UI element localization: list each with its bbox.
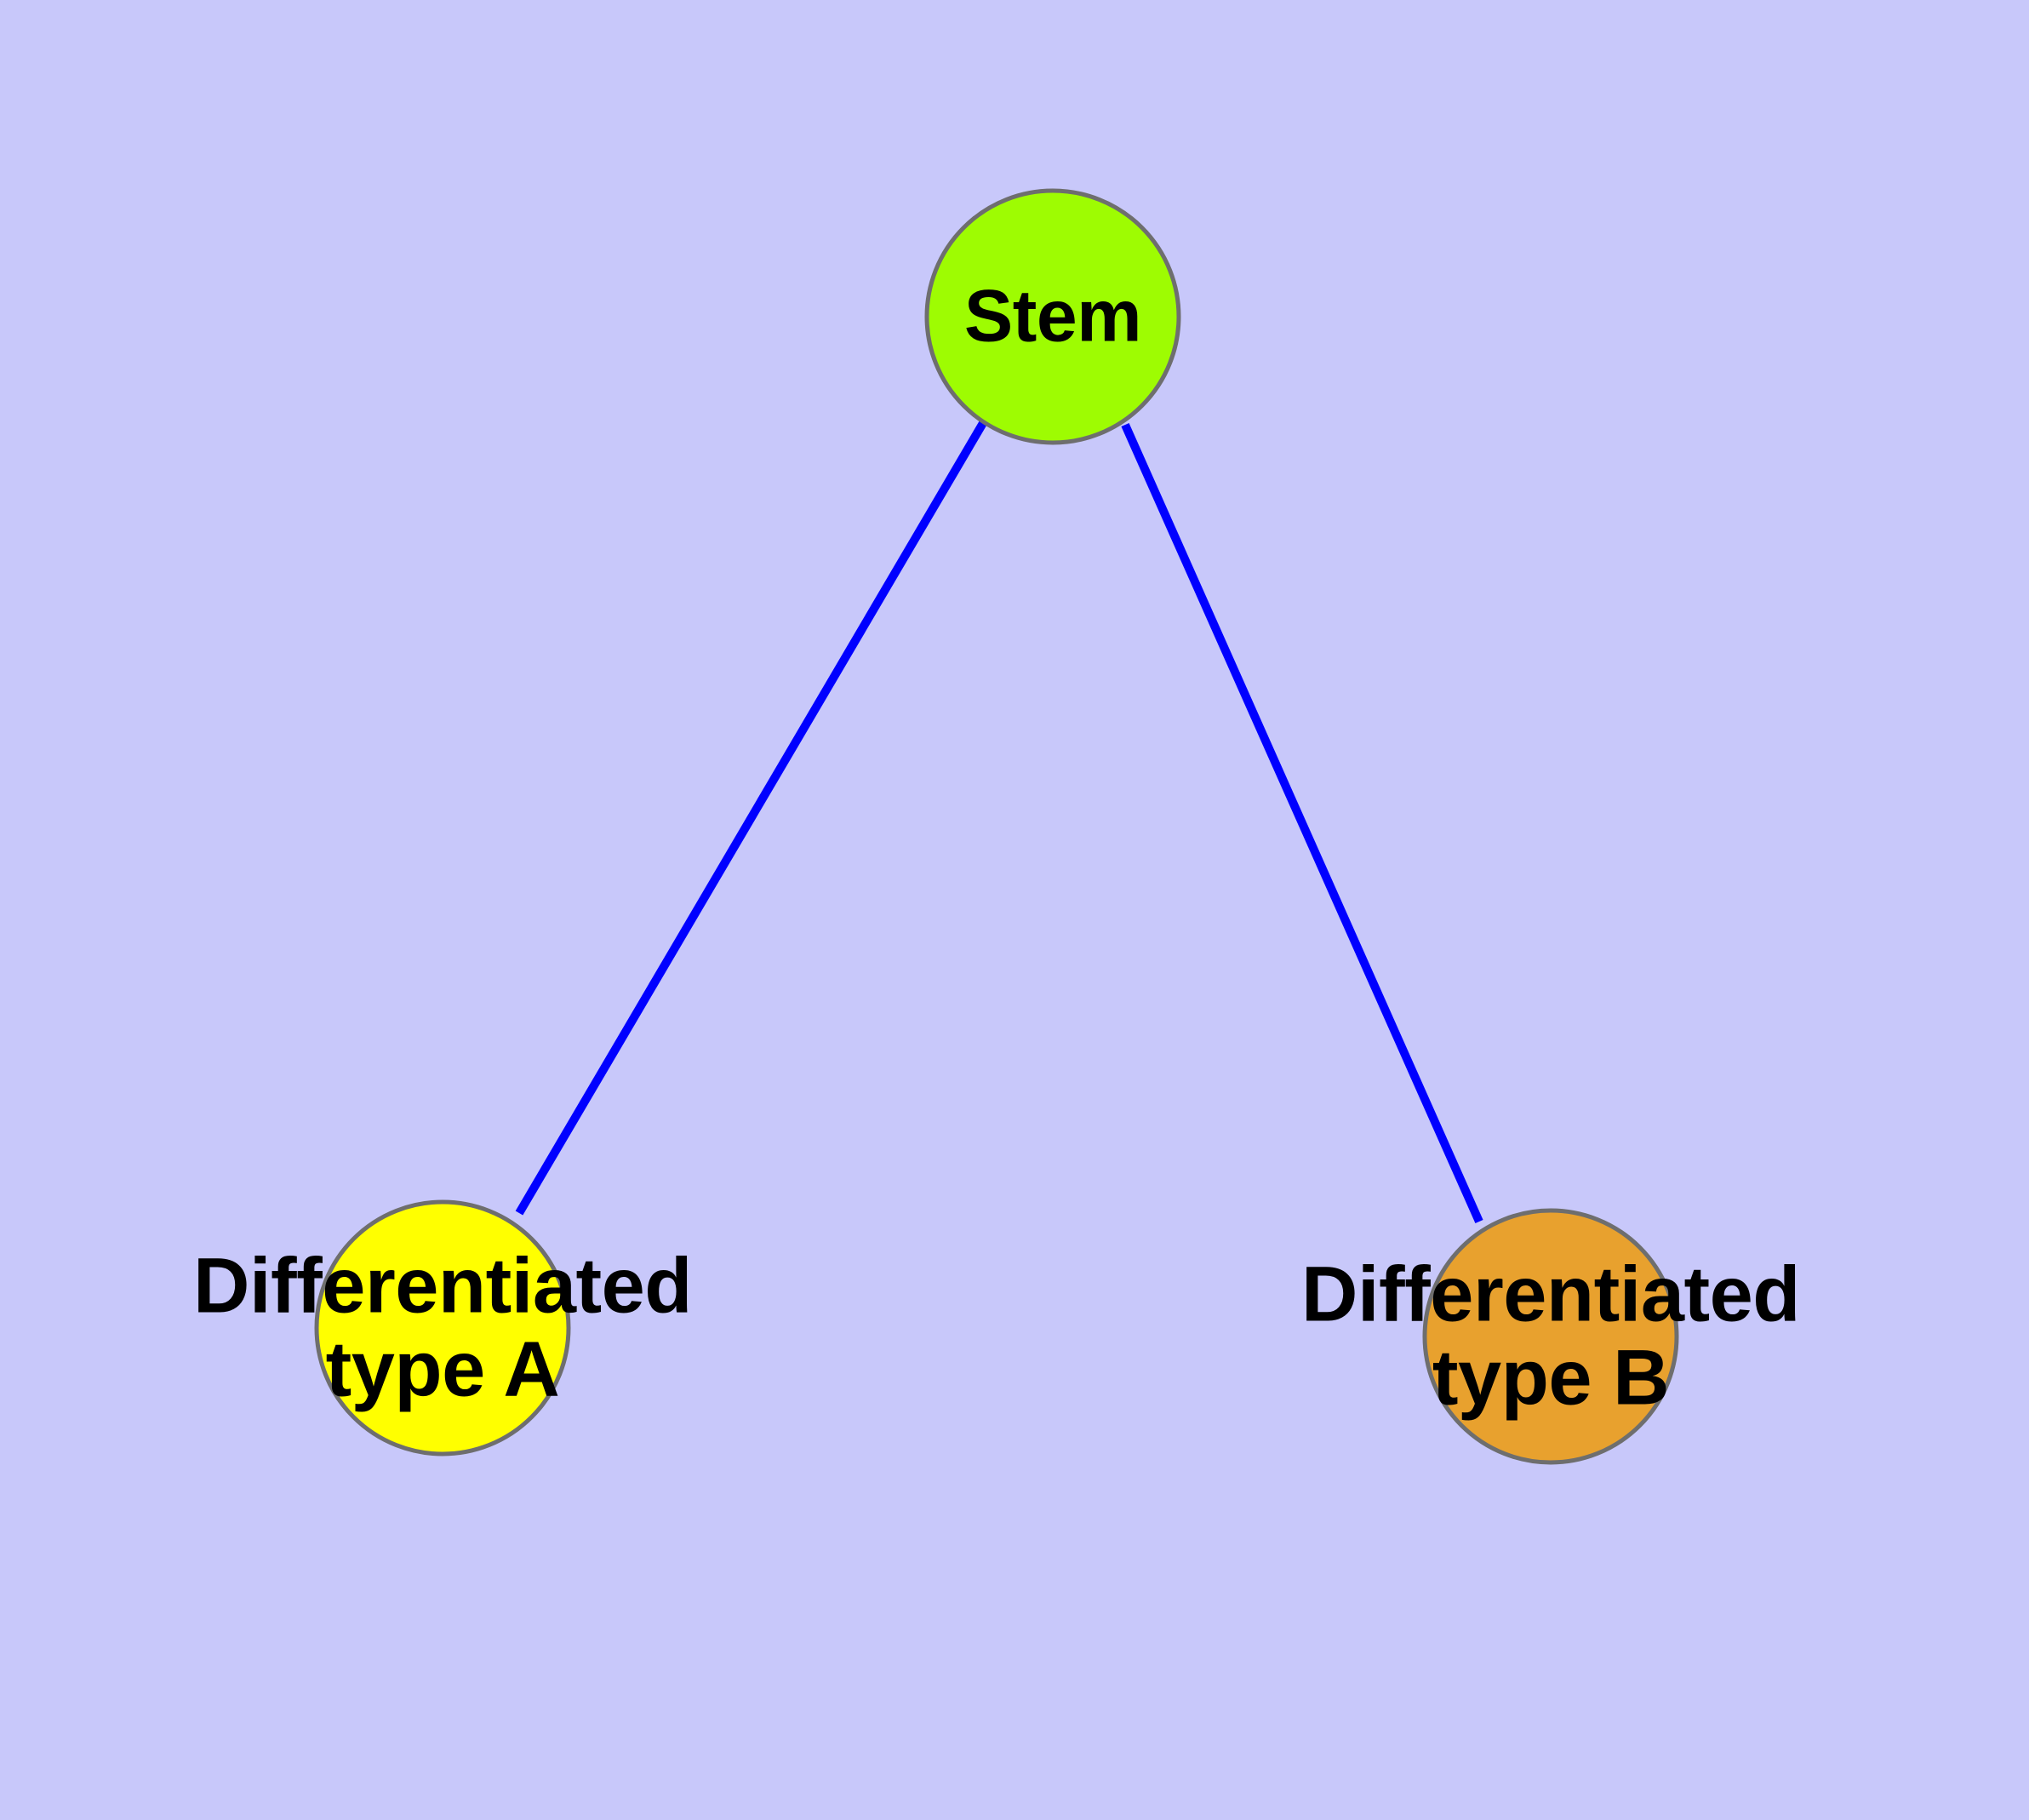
node-circle-diff-b[interactable] xyxy=(1422,1208,1679,1465)
node-circle-stem[interactable] xyxy=(924,188,1181,445)
edge-stem-diff-a[interactable] xyxy=(515,421,987,1216)
edges-group xyxy=(515,421,1483,1224)
edge-stem-diff-b[interactable] xyxy=(1121,422,1483,1224)
nodes-group xyxy=(314,188,1679,1465)
node-circle-diff-a[interactable] xyxy=(314,1199,571,1457)
